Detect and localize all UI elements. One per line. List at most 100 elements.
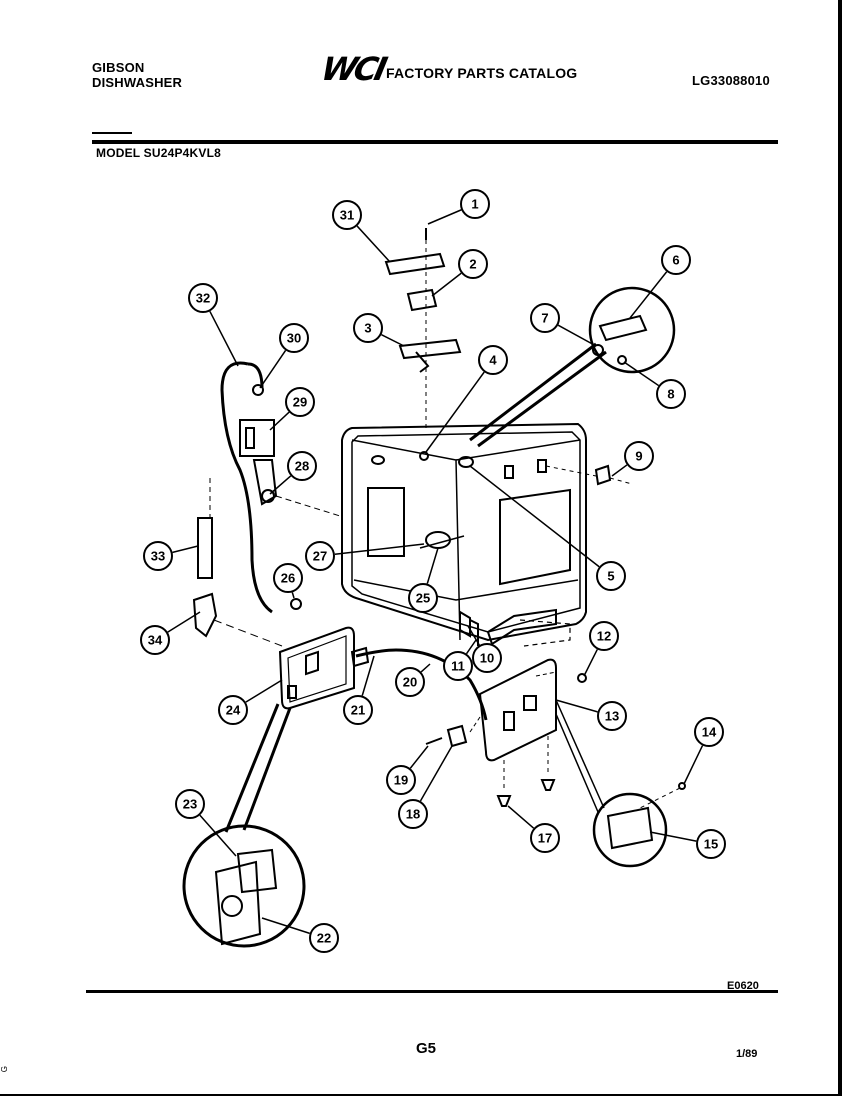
callout-circle-25 [408, 583, 438, 613]
leader-line-30 [259, 349, 287, 389]
callout-13: 13 [597, 701, 627, 731]
leader-line-33 [172, 545, 199, 554]
valve-bracket-22 [214, 860, 262, 946]
panel-24-inner [287, 635, 347, 703]
callout-circle-18 [398, 799, 428, 829]
tub-screw-4 [419, 451, 429, 461]
leader-line-28 [269, 475, 292, 495]
leader-lines [167, 209, 704, 935]
hinge-bracket-6 [598, 314, 648, 342]
bracket-3-hook [415, 351, 430, 373]
header-rule [92, 140, 778, 144]
panel-13 [478, 658, 557, 762]
leader-line-5 [469, 465, 600, 568]
bracket-34-line [213, 619, 283, 647]
inset-leader-valve-b [242, 707, 292, 831]
panel-24 [278, 626, 355, 710]
callout-label-7: 7 [541, 311, 548, 326]
callout-label-9: 9 [635, 449, 642, 464]
leader-line-4 [425, 371, 485, 453]
leader-line-15 [649, 831, 697, 842]
page-border [0, 0, 842, 1096]
block-18 [446, 724, 468, 748]
callout-label-30: 30 [287, 331, 301, 346]
screw-17a [496, 795, 512, 807]
callout-circle-1 [460, 189, 490, 219]
callout-label-25: 25 [416, 591, 430, 606]
valve-29-port [245, 427, 255, 449]
callout-6: 6 [661, 245, 691, 275]
product-type: DISHWASHER [92, 75, 183, 90]
clip-10 [459, 610, 471, 638]
callout-circle-32 [188, 283, 218, 313]
leader-line-31 [356, 225, 391, 263]
inset-circle-switch [592, 792, 668, 868]
clamp-30 [252, 384, 264, 396]
callout-23: 23 [175, 789, 205, 819]
leader-line-24 [245, 679, 283, 703]
hose-32 [220, 361, 273, 614]
callout-15: 15 [696, 829, 726, 859]
callout-circle-26 [273, 563, 303, 593]
clip-26 [290, 598, 302, 610]
clip-9 [594, 464, 612, 486]
leader-line-9 [611, 464, 628, 477]
callout-circle-7 [530, 303, 560, 333]
callout-label-23: 23 [183, 797, 197, 812]
leader-line-19 [409, 745, 429, 769]
bracket-31 [384, 252, 446, 276]
callout-circle-5 [596, 561, 626, 591]
side-mark: G [0, 1066, 9, 1073]
callout-circle-3 [353, 313, 383, 343]
callout-label-15: 15 [704, 837, 718, 852]
leader-line-18 [419, 745, 453, 802]
leader-line-10 [467, 625, 480, 646]
panel-24-tab [287, 685, 297, 699]
callout-33: 33 [143, 541, 173, 571]
leader-line-17 [507, 805, 535, 829]
leader-line-3 [381, 334, 405, 347]
washer-7 [592, 344, 604, 356]
panel-13-slot-b [523, 695, 537, 711]
leader-line-13 [555, 699, 598, 713]
valve-29 [239, 419, 275, 457]
callout-label-24: 24 [226, 703, 241, 718]
inset-leader-switch-b [555, 713, 599, 813]
callout-22: 22 [309, 923, 339, 953]
callout-3: 3 [353, 313, 383, 343]
tub-side-cutout [367, 487, 405, 557]
callout-label-12: 12 [597, 629, 611, 644]
callout-circle-10 [472, 643, 502, 673]
callout-label-5: 5 [607, 569, 614, 584]
date-code: 1/89 [736, 1048, 758, 1060]
tub-floor-edge [353, 579, 579, 601]
callout-circle-30 [279, 323, 309, 353]
clip-9-line-b [609, 477, 633, 485]
callout-label-6: 6 [672, 253, 679, 268]
tub-slot [504, 465, 514, 479]
diagram-code: E0620 [727, 980, 759, 992]
callout-9: 9 [624, 441, 654, 471]
callout-label-13: 13 [605, 709, 619, 724]
callout-29: 29 [285, 387, 315, 417]
callout-26: 26 [273, 563, 303, 593]
callout-31: 31 [332, 200, 362, 230]
leader-line-27 [334, 543, 425, 556]
callout-label-21: 21 [351, 703, 365, 718]
screw-19 [425, 737, 443, 745]
callout-circle-29 [285, 387, 315, 417]
bracket-3 [398, 338, 462, 360]
tub-slot-right [537, 459, 547, 473]
leader-line-25 [426, 547, 439, 584]
screw-28 [261, 489, 275, 503]
screw-17b [540, 779, 556, 791]
catalog-title: FACTORY PARTS CATALOG [386, 65, 578, 81]
page-number: G5 [416, 1040, 437, 1057]
callout-circle-11 [443, 651, 473, 681]
model-label: MODEL SU24P4KVL8 [96, 146, 222, 160]
tub-outline [341, 422, 587, 642]
callout-label-28: 28 [295, 459, 309, 474]
callout-circle-27 [305, 541, 335, 571]
panel-24-slot [305, 650, 319, 676]
